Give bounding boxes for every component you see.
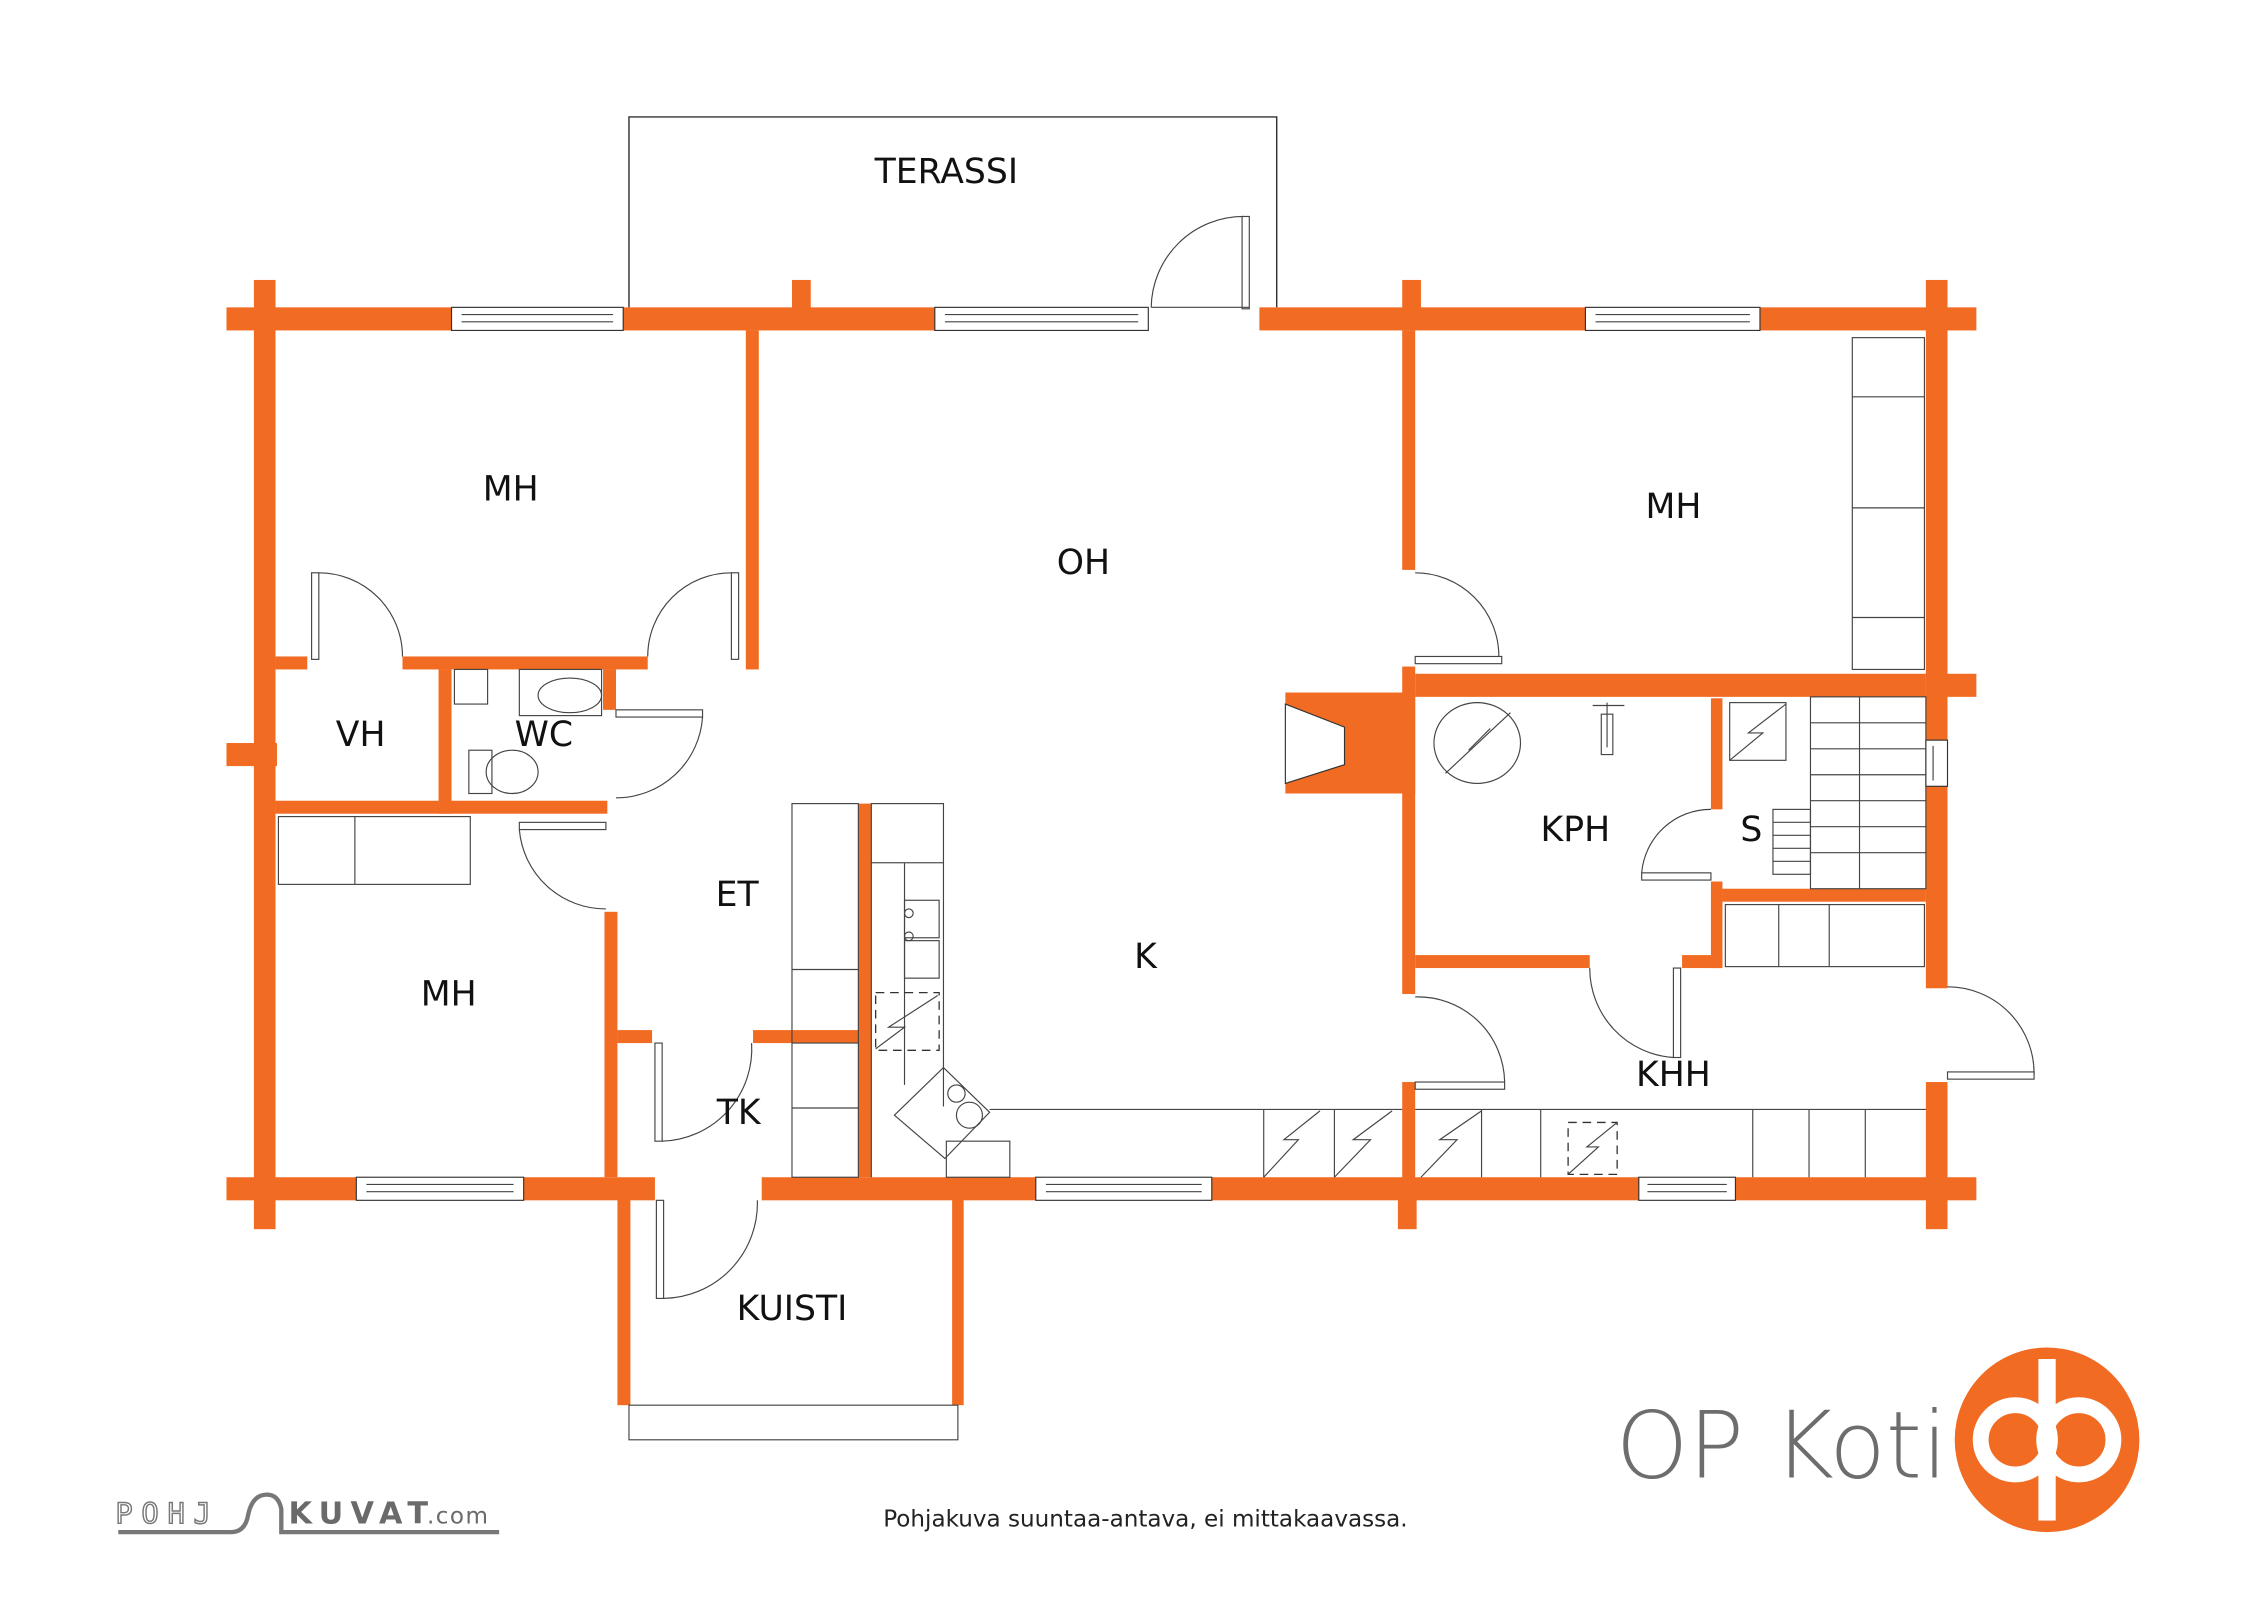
room-label-terassi: TERASSI — [874, 152, 1018, 192]
windows — [355, 306, 1949, 1201]
room-label-k: K — [1134, 937, 1158, 977]
room-label-tk: TK — [716, 1093, 762, 1133]
room-label-s: S — [1740, 810, 1762, 850]
op-koti-brand: OP Koti — [1616, 1347, 2140, 1533]
pohjakuvat-logo: POHJ KUVAT .com — [115, 1492, 500, 1535]
disclaimer-text: Pohjakuva suuntaa-antava, ei mittakaavas… — [883, 1506, 1407, 1532]
porch — [617, 1193, 964, 1441]
room-label-kph: KPH — [1541, 810, 1611, 850]
room-label-mh-top-left: MH — [483, 470, 539, 510]
room-label-kuisti: KUISTI — [737, 1289, 848, 1329]
room-label-et: ET — [716, 875, 760, 915]
pohjakuvat-logo-part2: KUVAT — [289, 1496, 436, 1531]
pohjakuvat-logo-part3: .com — [427, 1503, 489, 1529]
room-label-mh-bottom-left: MH — [421, 974, 477, 1014]
room-label-wc: WC — [515, 715, 573, 755]
walls — [226, 279, 1977, 1230]
room-label-khh: KHH — [1636, 1055, 1711, 1095]
brand-name: OP Koti — [1616, 1391, 1948, 1499]
room-label-mh-top-right: MH — [1645, 487, 1701, 527]
pohjakuvat-logo-part1: POHJ — [115, 1496, 219, 1530]
op-logo-icon — [1954, 1347, 2140, 1533]
room-label-vh: VH — [336, 715, 386, 755]
room-label-oh: OH — [1057, 543, 1110, 583]
terrace — [628, 116, 1278, 308]
fixtures — [277, 337, 1927, 1178]
doors — [311, 215, 2035, 1299]
